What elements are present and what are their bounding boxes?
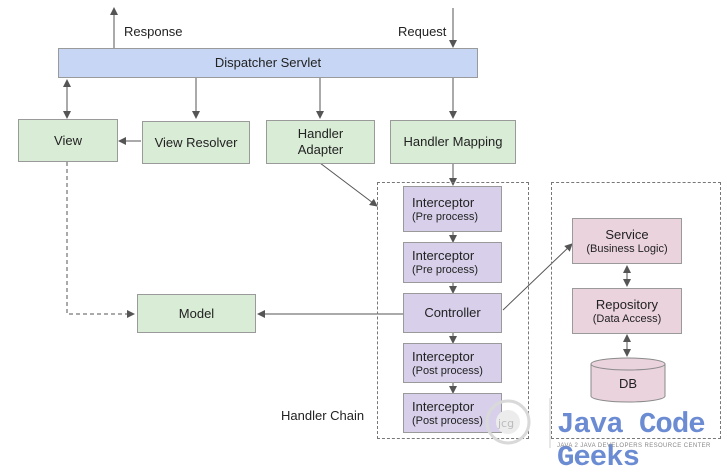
- interceptor-post-2-box: Interceptor (Post process): [403, 393, 502, 433]
- interceptor-post-1-sub: (Post process): [412, 364, 483, 377]
- dispatcher-servlet-label: Dispatcher Servlet: [214, 55, 322, 70]
- interceptor-post-2-title: Interceptor: [412, 398, 475, 414]
- svg-text:jcg: jcg: [497, 417, 514, 430]
- view-resolver-label: View Resolver: [154, 134, 238, 150]
- repository-box: Repository (Data Access): [572, 288, 682, 334]
- service-title: Service: [605, 226, 649, 242]
- interceptor-pre-1-title: Interceptor: [412, 194, 475, 210]
- java-code-geeks-logo-icon: jcg: [485, 398, 551, 448]
- interceptor-pre-1-sub: (Pre process): [412, 210, 479, 223]
- view-label: View: [54, 132, 82, 148]
- service-layer-region: [551, 182, 721, 439]
- watermark-tagline: JAVA 2 JAVA DEVELOPERS RESOURCE CENTER: [557, 443, 711, 449]
- diagram-connectors: [63, 7, 631, 394]
- repository-title: Repository: [595, 296, 659, 312]
- db-cylinder: [590, 357, 666, 403]
- dispatcher-servlet-box: Dispatcher Servlet: [58, 48, 478, 78]
- interceptor-pre-2-title: Interceptor: [412, 248, 475, 263]
- interceptor-pre-2-box: Interceptor (Pre process): [403, 242, 502, 283]
- view-resolver-box: View Resolver: [142, 121, 250, 164]
- view-box: View: [18, 119, 118, 162]
- controller-label: Controller: [424, 305, 481, 320]
- spring-mvc-flow-diagram: Response Request Handler Chain Dispatche…: [18, 7, 721, 474]
- request-label: Request: [398, 24, 447, 39]
- controller-box: Controller: [403, 293, 502, 333]
- handler-adapter-label: Handler Adapter: [297, 126, 344, 157]
- interceptor-post-1-box: Interceptor (Post process): [403, 343, 502, 383]
- handler-adapter-box: Handler Adapter: [266, 120, 375, 164]
- interceptor-pre-1-box: Interceptor (Pre process): [403, 186, 502, 232]
- response-label: Response: [124, 24, 183, 39]
- handler-mapping-box: Handler Mapping: [390, 120, 516, 164]
- handler-chain-label: Handler Chain: [281, 408, 365, 423]
- handler-chain-region: [377, 182, 529, 439]
- model-box: Model: [137, 294, 256, 333]
- view-model-dashed-arrow: [66, 162, 135, 318]
- db-label: DB: [618, 376, 638, 391]
- handler-mapping-label: Handler Mapping: [403, 134, 503, 149]
- repository-sub: (Data Access): [592, 312, 662, 325]
- interceptor-post-1-title: Interceptor: [412, 348, 475, 364]
- controller-service-arrow: [502, 243, 573, 311]
- handler-adapter-chain-arrow: [319, 162, 378, 207]
- model-label: Model: [178, 305, 215, 321]
- interceptor-post-2-sub: (Post process): [412, 414, 483, 427]
- watermark-name: Java Code Geeks: [557, 408, 706, 474]
- interceptor-pre-2-sub: (Pre process): [412, 264, 479, 276]
- service-box: Service (Business Logic): [572, 218, 682, 264]
- service-sub: (Business Logic): [586, 242, 668, 255]
